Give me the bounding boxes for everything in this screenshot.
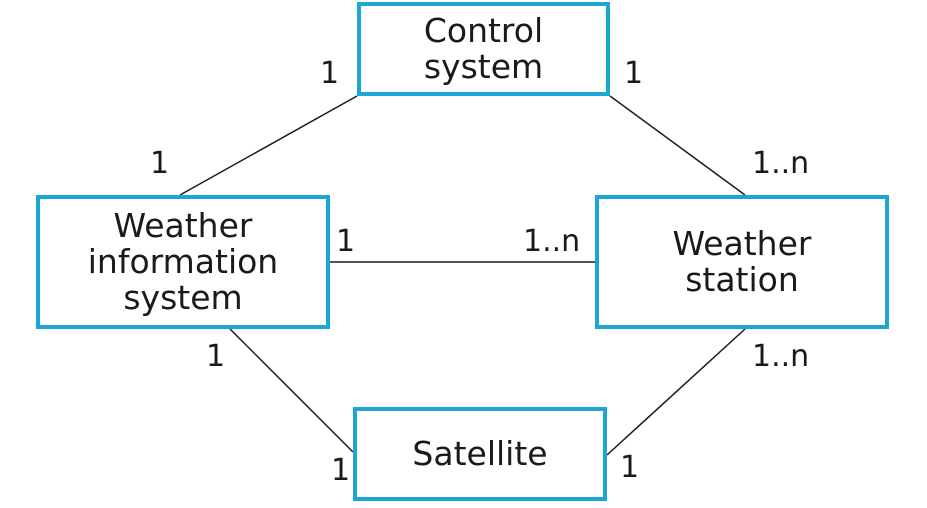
multiplicity-station-to-satellite: 1..n [752, 339, 810, 374]
association-line-control-wis [179, 95, 358, 196]
weather-station-box: Weather station [595, 195, 889, 329]
multiplicity-control-to-wis: 1 [320, 56, 340, 91]
association-line-wis-satellite [229, 328, 354, 453]
multiplicity-wis-to-satellite: 1 [206, 339, 226, 374]
multiplicity-wis-to-station: 1 [336, 224, 356, 259]
multiplicity-satellite-to-station: 1 [620, 450, 640, 485]
weather-station-label: Weather station [672, 224, 812, 299]
weather-information-system-label: Weather information system [87, 206, 279, 317]
control-system-label: Control system [423, 11, 544, 86]
multiplicity-control-to-station: 1 [624, 56, 644, 91]
weather-information-system-box: Weather information system [36, 195, 330, 329]
multiplicity-satellite-to-wis: 1 [331, 453, 351, 488]
satellite-box: Satellite [353, 407, 607, 501]
association-line-control-station [609, 95, 746, 196]
control-system-box: Control system [357, 2, 610, 96]
satellite-label: Satellite [412, 434, 548, 473]
multiplicity-station-to-wis: 1..n [523, 224, 581, 259]
multiplicity-wis-to-control: 1 [150, 146, 170, 181]
multiplicity-station-to-control: 1..n [752, 146, 810, 181]
association-line-station-satellite [606, 328, 746, 456]
